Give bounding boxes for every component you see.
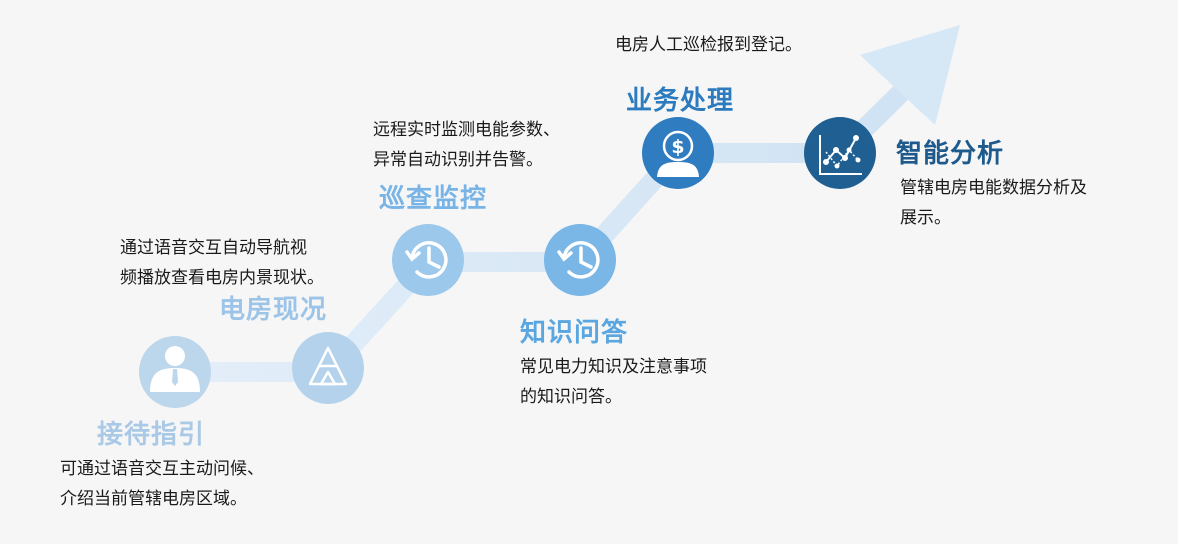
step-2-desc: 通过语音交互自动导航视 频播放查看电房内景现状。 [120, 233, 324, 293]
step-3-node [392, 224, 464, 296]
receptionist-icon [150, 346, 200, 392]
step-5-desc: 电房人工巡检报到登记。 [615, 30, 802, 60]
step-6-title: 智能分析 [896, 139, 1005, 169]
step-5-desc-line-1: 电房人工巡检报到登记。 [615, 35, 802, 55]
step-5-title: 业务处理 [626, 86, 735, 116]
step-3-title: 巡查监控 [379, 184, 488, 214]
step-5-node: $ [642, 117, 714, 189]
line-chart-icon [819, 135, 862, 175]
step-1-desc-line-2: 介绍当前管辖电房区域。 [60, 489, 247, 509]
step-6-node [804, 117, 876, 189]
step-2-desc-line-2: 频播放查看电房内景现状。 [120, 268, 324, 288]
dollar-person-icon: $ [657, 130, 699, 177]
step-1-node [139, 336, 211, 408]
step-4-node [544, 224, 616, 296]
history-clock-icon [557, 241, 600, 279]
step-6-desc: 管辖电房电能数据分析及 展示。 [900, 173, 1087, 233]
step-4-desc-line-2: 的知识问答。 [520, 387, 622, 407]
step-2-title: 电房现况 [219, 295, 328, 325]
step-2-node [292, 332, 364, 404]
step-1-title: 接待指引 [97, 420, 206, 450]
triangle-logo-icon [308, 346, 348, 386]
svg-text:$: $ [671, 136, 684, 158]
step-1-desc-line-1: 可通过语音交互主动问候、 [60, 459, 264, 479]
step-6-desc-line-2: 展示。 [900, 208, 951, 228]
step-3-desc-line-2: 异常自动识别并告警。 [373, 150, 543, 170]
step-1-desc: 可通过语音交互主动问候、 介绍当前管辖电房区域。 [60, 454, 264, 514]
step-2-desc-line-1: 通过语音交互自动导航视 [120, 238, 307, 258]
flow-arrowhead [860, 25, 960, 125]
history-clock-icon [405, 241, 448, 279]
step-4-title: 知识问答 [520, 318, 629, 348]
step-3-desc-line-1: 远程实时监测电能参数、 [373, 120, 560, 140]
step-3-desc: 远程实时监测电能参数、 异常自动识别并告警。 [373, 115, 560, 175]
step-4-desc-line-1: 常见电力知识及注意事项 [520, 357, 707, 377]
step-6-desc-line-1: 管辖电房电能数据分析及 [900, 178, 1087, 198]
step-4-desc: 常见电力知识及注意事项 的知识问答。 [520, 352, 707, 412]
